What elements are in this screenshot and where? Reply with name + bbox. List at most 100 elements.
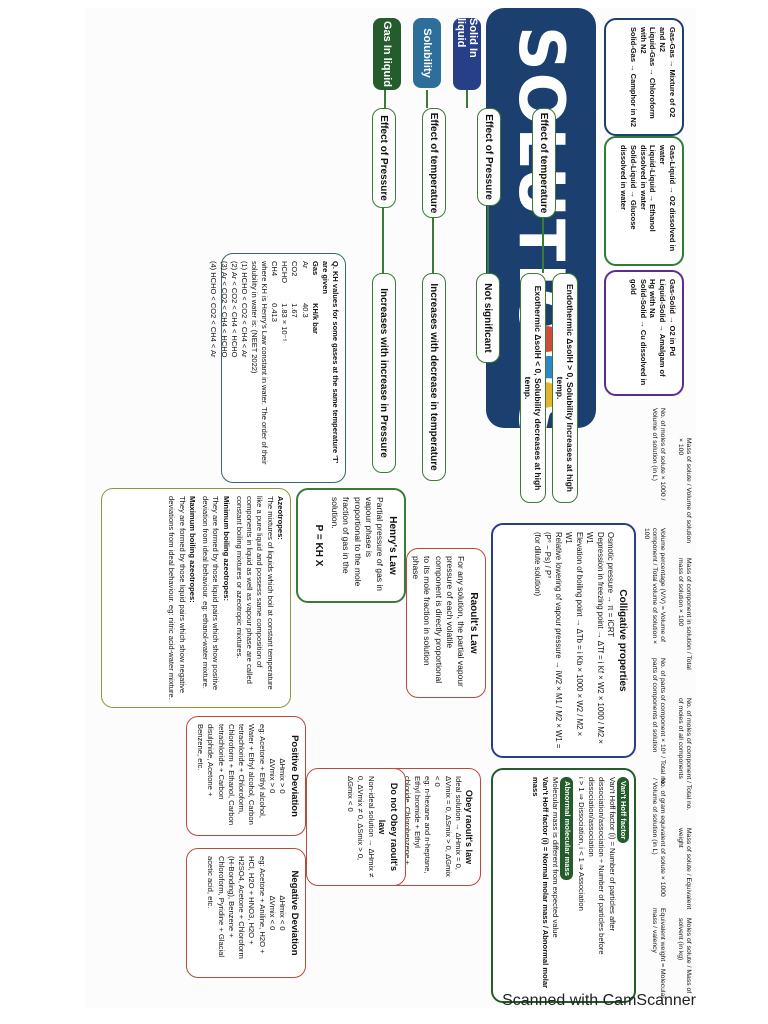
pill-solubility: Solubility xyxy=(413,18,441,88)
vant-hoff-formula: Van't Hoff factor (i) = Number of partic… xyxy=(587,777,617,955)
colligative-line: Relative lowering of vapour pressure → i… xyxy=(543,532,563,749)
kh-cell: 40.3 xyxy=(300,303,310,318)
type-line: Liquid-Gas → Chloroform with N2 xyxy=(638,27,658,119)
negative-deviation-box: Negative Deviation ΔHmix < 0 ΔVmix < 0 e… xyxy=(186,848,306,978)
obey-title: Obey raoult's law xyxy=(464,789,474,865)
type-line: Gas-Solid → O2 in Pd xyxy=(668,279,677,357)
connector xyxy=(466,90,468,108)
node-increase-pressure: Increases with increase in Pressure xyxy=(372,273,396,473)
concentration-term: Mass of solute / Equivalent weight xyxy=(676,828,692,910)
kh-cell: HCHO xyxy=(280,261,290,284)
colligative-line: (for dilute solution) xyxy=(532,532,542,597)
kh-option: (2) Ar < CO2 < CH4 < HCHO xyxy=(229,261,239,358)
concentration-term: Mass of solute / Volume of solution × 10… xyxy=(676,438,692,544)
max-text: They are formed by those liquid pairs wh… xyxy=(167,496,187,700)
kh-cell: CH4 xyxy=(270,261,280,277)
concentration-term: No. of parts of component × 10⁶ / Total … xyxy=(650,658,666,786)
node-effect-temperature-solid: Effect of temperature xyxy=(532,108,556,218)
min-text: They are formed by those liquid pairs wh… xyxy=(201,496,221,691)
kh-table: Gas Ar CO2 HCHO CH4 KH/k bar 40.3 1.67 1… xyxy=(269,261,320,475)
colligative-line: Elevation of boiling point → ΔTb = i Kb … xyxy=(564,532,584,737)
not-obey-title: Do not Obey raoult's law xyxy=(376,782,399,872)
negative-title: Negative Deviation xyxy=(289,870,300,956)
negative-examples: eg: Acetone + Aniline, H2O + HCl, H2O + … xyxy=(206,856,267,959)
azeotropes-box: Azeotropes: The mixtures of liquids whic… xyxy=(101,488,291,708)
raoult-law-box: Raoult's Law For any solution, the parti… xyxy=(406,548,486,698)
azeotropes-text: The mixtures of liquids which boil at co… xyxy=(235,496,275,690)
kh-intro: Q. KH values for some gases at the same … xyxy=(320,261,340,464)
colligative-line: Osmotic pressure → π = iCRT xyxy=(606,532,616,638)
concentration-term: Volume percentage (V/V) = Volume of comp… xyxy=(642,528,666,645)
type-line: Gas-Gas → Mixture of O2 and N2 xyxy=(658,27,677,118)
kh-col: KH/k bar 40.3 1.67 1.83 × 10⁻⁵ 0.413 xyxy=(269,303,320,342)
azeotropes-title: Azeotropes: xyxy=(276,496,285,540)
type-box-gas: Gas-Gas → Mixture of O2 and N2 Liquid-Ga… xyxy=(604,18,684,136)
min-title: Minimum boiling azeotropes: xyxy=(221,496,231,602)
connector xyxy=(432,218,434,273)
type-line: Solid-Solid → Cu dissolved in gold xyxy=(629,279,648,386)
pill-solid-in-liquid: Solid In liquid xyxy=(453,18,481,90)
not-obey-raoult-box: Do not Obey raoult's law Non-ideal solut… xyxy=(306,768,406,886)
max-title: Maximum boiling azeotropes: xyxy=(188,496,197,603)
positive-examples: eg: Acetone + Ethyl alcohol, Water + Eth… xyxy=(196,724,267,826)
node-effect-pressure-solid: Effect of Pressure xyxy=(477,108,501,206)
type-box-solid: Gas-Solid → O2 in Pd Liquid-Solid → Amal… xyxy=(604,270,684,396)
connector xyxy=(542,218,544,273)
kh-header: KH/k bar xyxy=(310,303,320,334)
mind-map: Gas-Gas → Mixture of O2 and N2 Liquid-Ga… xyxy=(86,8,696,1008)
henry-formula: P = KH X xyxy=(313,524,325,567)
concentration-term: No. of moles of component / Total no. of… xyxy=(676,698,692,811)
kh-cell: CO2 xyxy=(290,261,300,277)
colligative-title: Colligative properties xyxy=(617,589,628,692)
type-line: Solid-Liquid → Glucose dissolved in wate… xyxy=(619,145,638,230)
abnormal-text: Molecular mass is different from expecte… xyxy=(551,777,561,938)
obey-text: Ideal solution → ΔHmix = 0, ΔVmix = 0, Δ… xyxy=(433,776,463,877)
kh-option: (3) Ar < CO2 < CH4 < HCHO xyxy=(219,261,229,358)
positive-line: ΔVmix > 0 xyxy=(267,758,277,794)
kh-header: Gas xyxy=(310,261,320,276)
kh-option: (1) HCHO < CO2 < CH4 < Ar xyxy=(239,261,249,358)
colligative-box: Colligative properties Osmotic pressure … xyxy=(491,523,636,758)
kh-cell: 1.67 xyxy=(290,303,300,318)
vant-hoff-dissociation: i > 1 ⇒ Dissociation, i < 1 ⇒ Associatio… xyxy=(577,777,586,911)
connector xyxy=(426,90,428,108)
concentration-term: Equivalent weight = Molecular mass / val… xyxy=(650,908,666,999)
not-obey-text: Non-ideal solution → ΔHmix ≠ 0, ΔVmix ≠ … xyxy=(346,776,376,878)
node-exothermic: Exothermic ΔsolH < 0, Solubility decreas… xyxy=(520,273,546,503)
positive-line: ΔHmix > 0 xyxy=(278,758,288,794)
type-box-liquid: Gas-Liquid → O2 dissolved in water Liqui… xyxy=(604,136,684,266)
node-decrease-temperature: Increases with decrease in temperature xyxy=(422,273,446,481)
concentration-term: No. of gram equivalent of solute × 1000 … xyxy=(650,778,666,897)
type-line: Gas-Liquid → O2 dissolved in water xyxy=(658,145,677,252)
henry-text: Partial pressure of gas in vapour phase … xyxy=(329,497,386,592)
kh-col: Gas Ar CO2 HCHO CH4 xyxy=(269,261,320,283)
abnormal-tag: Abnormal molecular mass xyxy=(560,777,573,880)
kh-cell: 0.413 xyxy=(270,303,280,322)
pill-gas-in-liquid: Gas In liquid xyxy=(373,18,401,90)
positive-deviation-box: Positive Deviation ΔHmix > 0 ΔVmix > 0 e… xyxy=(186,716,306,836)
henry-title: Henry's Law xyxy=(387,516,398,575)
type-line: Liquid-Solid → Amalgam of Hg with Na xyxy=(648,279,668,377)
node-effect-temperature-gas: Effect of temperature xyxy=(422,108,446,218)
scanner-watermark: Scanned with CamScanner xyxy=(502,992,696,1009)
type-line: Solid-Gas → Camphor in N2 xyxy=(629,27,638,128)
raoult-title: Raoult's Law xyxy=(468,592,479,654)
henry-law-box: Henry's Law Partial pressure of gas in v… xyxy=(296,488,406,603)
connector xyxy=(487,206,489,273)
kh-cell: 1.83 × 10⁻⁵ xyxy=(280,303,290,342)
kh-question-box: Q. KH values for some gases at the same … xyxy=(210,253,346,483)
node-effect-pressure-gas: Effect of Pressure xyxy=(372,108,396,208)
vant-hoff-ratio: Van't Hoff factor (i) = Normal molar mas… xyxy=(531,777,551,989)
concentration-term: No. of moles of solute × 1000 / Volume o… xyxy=(650,408,666,501)
concentration-term: Mass of component in solution / Total ma… xyxy=(676,558,692,670)
vant-hoff-box: Van't Hoff factor Van't Hoff factor (i) … xyxy=(491,768,636,1003)
concentration-strip: Mass of solute / Volume of solution × 10… xyxy=(640,408,696,1008)
type-line: Liquid-Liquid → Ethanol dissolved in wat… xyxy=(638,145,658,232)
kh-note: where KH is Henry's Law constant in wate… xyxy=(250,261,270,465)
connector xyxy=(382,208,384,273)
negative-line: ΔVmix < 0 xyxy=(267,895,277,931)
negative-line: ΔHmix < 0 xyxy=(278,895,288,931)
raoult-text: For any solution, the partial vapour pre… xyxy=(410,556,467,687)
positive-title: Positive Deviation xyxy=(289,735,300,817)
